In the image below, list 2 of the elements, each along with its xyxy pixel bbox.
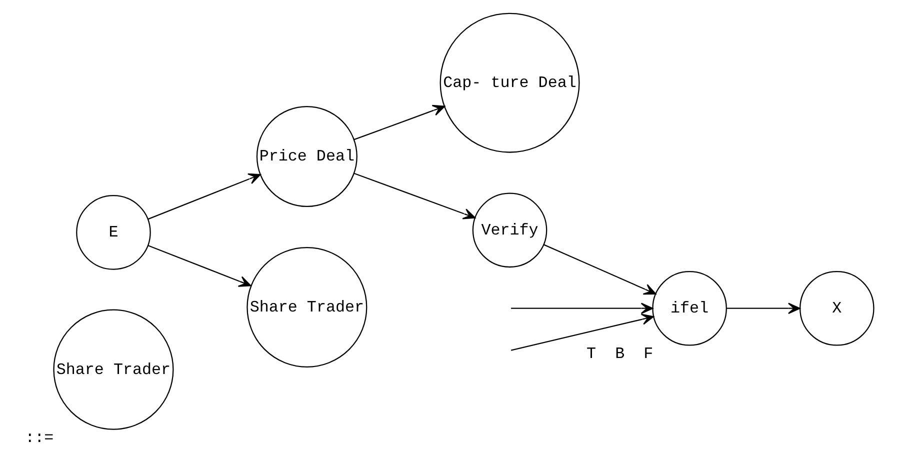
node-label: ::= [25,428,54,447]
node-label: T B F [586,344,654,362]
